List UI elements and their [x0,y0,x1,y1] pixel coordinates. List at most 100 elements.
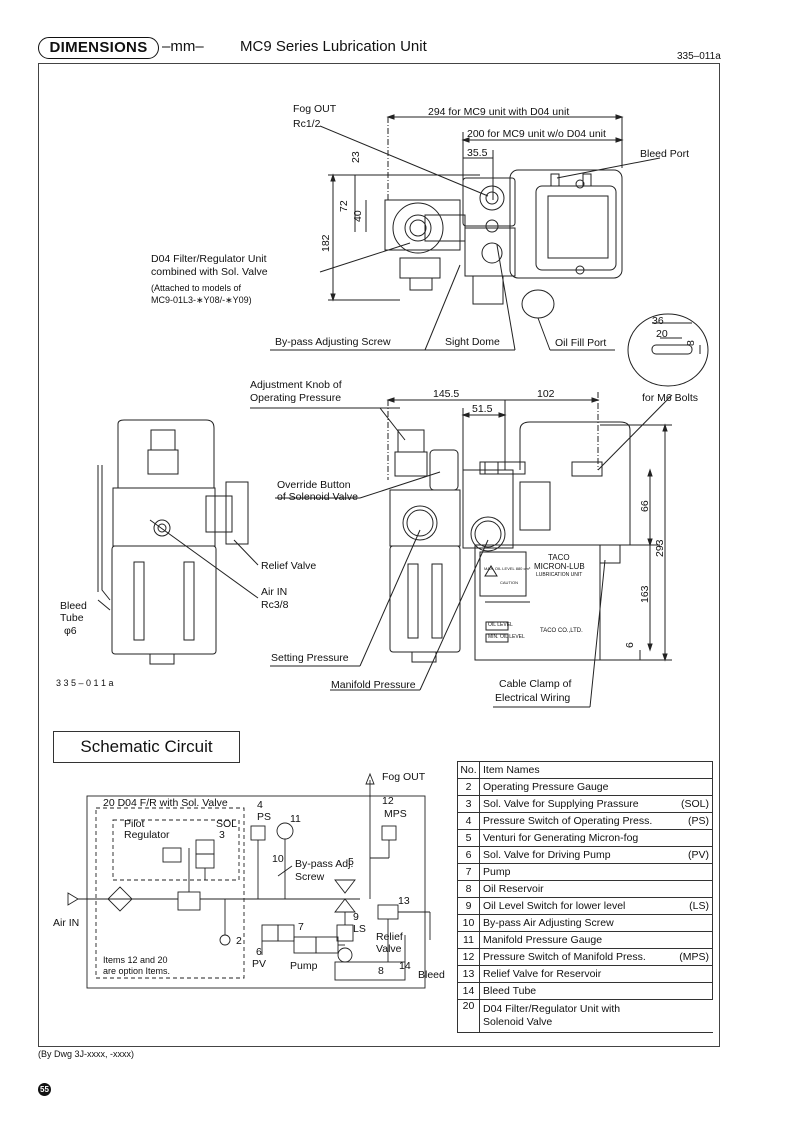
dim-163-label: 163 [639,585,651,603]
sch-pilot: Pilot [124,818,145,830]
d04-label-2: combined with Sol. Valve [151,266,268,278]
sch-note-1: Items 12 and 20 [103,955,168,965]
sch-bypass-2: Screw [295,871,325,883]
dim-20-label: 20 [656,328,668,340]
rc38-label: Rc3/8 [261,599,289,611]
sch-note-2: are option Items. [103,966,171,976]
dim-23-label: 23 [350,151,362,163]
table-header-row: No. Item Names [457,761,713,779]
fog-out-label: Fog OUT [293,103,337,115]
row-code: (MPS) [666,948,713,966]
row-code [666,965,713,983]
plate-micron-lub: MICRON-LUB [534,562,585,571]
side-view-drawing [97,419,259,665]
sch-fog-out: Fog OUT [382,771,426,783]
schematic-drawing [67,772,431,989]
dim-294-label: 294 for MC9 unit with D04 unit [428,106,570,118]
row-no: 8 [457,880,480,898]
plate-taco-ltd: TACO CO.,LTD. [540,628,583,634]
row-code: (LS) [666,897,713,915]
plate-taco: TACO [548,553,570,562]
unit-label: –mm– [162,38,204,55]
sch-n5: 5 [348,856,354,868]
top-view-drawing [270,114,709,387]
sch-n11: 11 [290,813,301,825]
plate-lubrication-unit: LUBRICATION UNIT [536,572,583,578]
row-name: Oil Level Switch for lower level [479,897,666,915]
dim-72-label: 72 [338,200,350,212]
row-code [666,778,713,796]
cable-clamp-label-1: Cable Clamp of [499,678,572,690]
row-name: Oil Reservoir [479,880,666,898]
row-name: Sol. Valve for Supplying Prassure [479,795,666,813]
sch-relief-2: Valve [376,943,402,955]
sch-n6: 6 [256,946,262,958]
sch-n7: 7 [298,921,304,933]
sch-n8: 8 [378,965,384,977]
attached-note-1: (Attached to models of [151,283,242,293]
air-in-label: Air IN [261,586,288,598]
row-name: Venturi for Generating Micron-fog [479,829,666,847]
sch-n14: 14 [399,960,411,972]
footer-note: (By Dwg 3J-xxxx, -xxxx) [38,1049,135,1059]
override-button-label-2: of Solenoid Valve [277,491,358,503]
cable-clamp-label-2: Electrical Wiring [495,692,571,704]
row-no: 6 [457,846,480,864]
sch-air-in: Air IN [53,917,80,929]
sch-n9: 9 [353,911,359,923]
row-name: Bleed Tube [479,982,666,1000]
row-no: 3 [457,795,480,813]
row-name: Manifold Pressure Gauge [479,931,666,949]
row-no: 14 [457,982,480,1000]
row-no: 10 [457,914,480,932]
header-item-names: Item Names [479,761,713,779]
row-name: Relief Valve for Reservoir [479,965,666,983]
row-no: 11 [457,931,480,949]
bleed-tube-label-2: Tube [60,612,84,624]
plate-caution: CAUTION [500,580,518,585]
setting-pressure-label: Setting Pressure [271,652,349,664]
sch-bypass-1: By-pass Adj. [295,858,354,870]
sch-n13: 13 [398,895,410,907]
row-name: Pressure Switch of Manifold Press. [479,948,666,966]
rc12-label: Rc1/2 [293,118,321,130]
sch-n3: 3 [219,829,225,841]
row-code [666,982,713,1000]
dim-40-label: 40 [352,210,364,222]
row-name: Pressure Switch of Operating Press. [479,812,666,830]
oil-fill-port-label: Oil Fill Port [555,337,607,349]
m6-bolts-label: for M6 Bolts [642,392,699,404]
row-code [666,914,713,932]
drawing-number: 335–011a [677,51,721,62]
dim-102-label: 102 [537,388,555,400]
row-code: (PV) [666,846,713,864]
dim-6-label: 6 [624,642,636,648]
row-name: Sol. Valve for Driving Pump [479,846,666,864]
row-no: 2 [457,778,480,796]
page-title: MC9 Series Lubrication Unit [240,38,427,55]
row-code: (PS) [666,812,713,830]
sch-n12: 12 [382,795,394,807]
dim-1455-label: 145.5 [433,388,460,400]
page-number-badge: 55 [38,1083,51,1096]
drawing-frame [38,63,720,1047]
bleed-tube-label-3: φ6 [64,625,77,637]
row-no: 4 [457,812,480,830]
sch-n4: 4 [257,799,263,811]
sch-ls: LS [353,923,366,935]
bypass-screw-label: By-pass Adjusting Screw [275,336,391,348]
relief-valve-label: Relief Valve [261,560,317,572]
header-no: No. [457,761,480,779]
override-button-label-1: Override Button [277,479,351,491]
plate-oil-level: OIL LEVEL [488,622,513,628]
dim-182-label: 182 [320,234,332,252]
